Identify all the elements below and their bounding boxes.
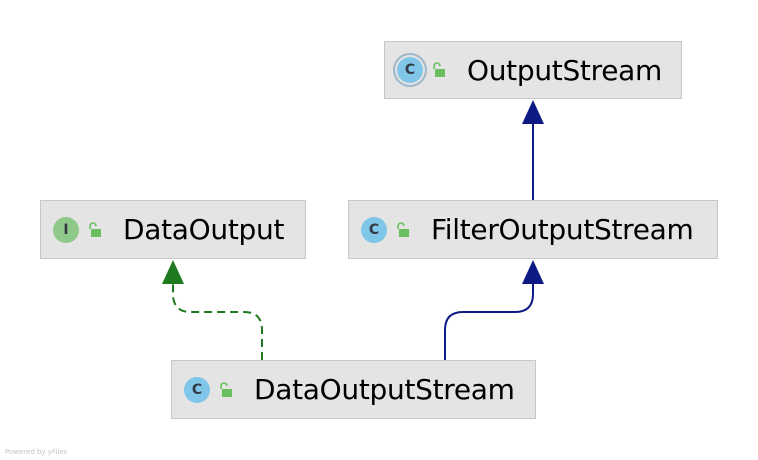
arrowhead-dataoutput [162, 260, 184, 284]
lock-open-icon [431, 62, 445, 78]
interface-icon: I [53, 216, 79, 243]
arrowhead-outputstream [522, 100, 544, 124]
node-label-dataoutputstream: DataOutputStream [254, 373, 515, 406]
edge-dataoutputstream-implements-dataoutput [172, 282, 263, 360]
lock-open-icon [395, 221, 409, 238]
edge-dataoutputstream-extends-filteroutputstream [444, 280, 534, 360]
abstract-class-icon: C [397, 57, 423, 83]
node-label-outputstream: OutputStream [467, 53, 662, 87]
node-label-dataoutput: DataOutput [123, 213, 285, 246]
class-icon: C [184, 376, 210, 403]
node-label-filteroutputstream: FilterOutputStream [431, 213, 694, 246]
node-outputstream[interactable]: C OutputStream [384, 41, 682, 99]
lock-open-icon [218, 381, 232, 398]
arrowhead-filteroutputstream [522, 260, 544, 284]
lock-open-icon [87, 221, 101, 238]
node-filteroutputstream[interactable]: C FilterOutputStream [348, 200, 718, 259]
node-dataoutputstream[interactable]: C DataOutputStream [171, 360, 536, 419]
node-dataoutput[interactable]: I DataOutput [40, 200, 306, 259]
powered-by-footer: Powered by yFiles [5, 448, 68, 456]
class-icon: C [361, 216, 387, 243]
